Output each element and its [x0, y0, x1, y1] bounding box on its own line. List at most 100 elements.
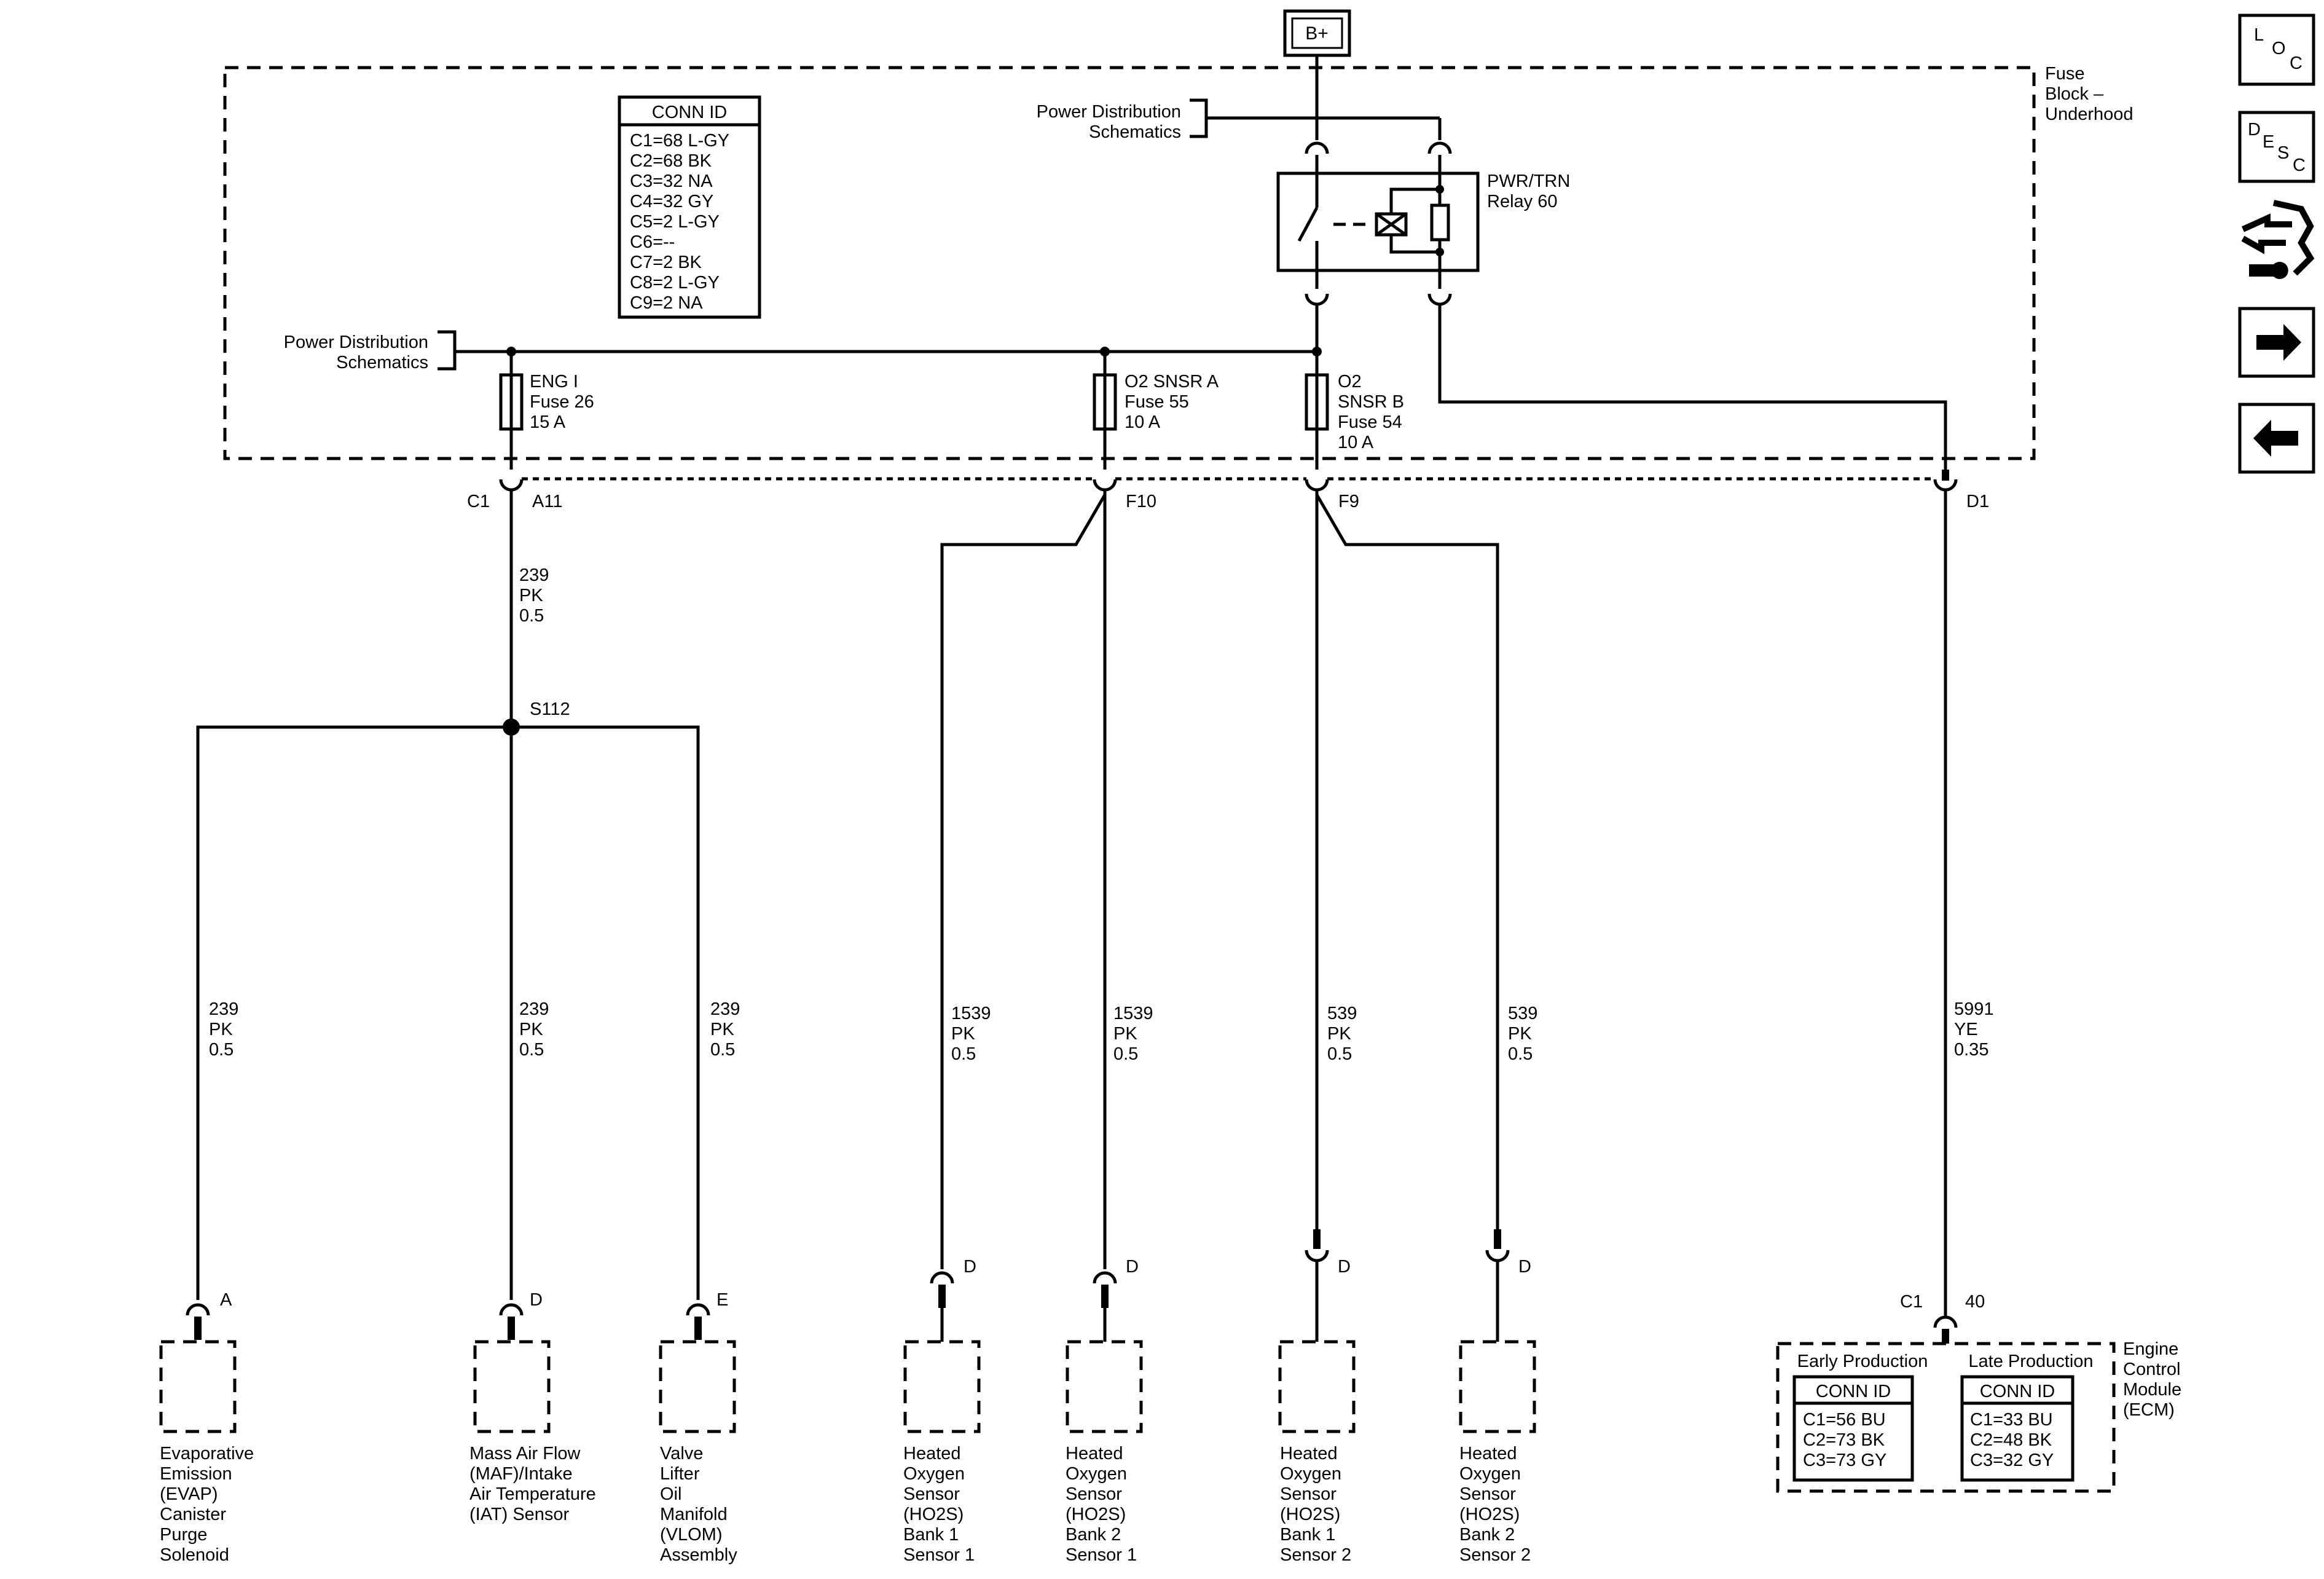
ecm-late-production-table: Late Production CONN ID C1=33 BU C2=48 B…: [1960, 1352, 2094, 1482]
svg-text:C: C: [2290, 53, 2302, 73]
svg-text:Oxygen: Oxygen: [1459, 1464, 1521, 1484]
arrow-right-icon: [2256, 324, 2301, 361]
svg-text:Fuse 54: Fuse 54: [1338, 412, 1402, 432]
svg-text:C7=2 BK: C7=2 BK: [630, 253, 702, 272]
svg-text:Lifter: Lifter: [660, 1464, 700, 1484]
svg-text:PWR/TRN: PWR/TRN: [1487, 171, 1570, 191]
svg-text:E: E: [2263, 132, 2274, 152]
previous-page-button[interactable]: [2238, 403, 2315, 474]
svg-text:Engine: Engine: [2123, 1339, 2178, 1359]
svg-text:Oxygen: Oxygen: [1280, 1464, 1341, 1484]
svg-text:Fuse 55: Fuse 55: [1125, 392, 1189, 412]
svg-text:0.5: 0.5: [1113, 1044, 1138, 1064]
svg-text:239: 239: [209, 999, 238, 1019]
svg-text:Heated: Heated: [1280, 1444, 1338, 1463]
svg-text:Underhood: Underhood: [2045, 104, 2134, 124]
component-ho2s-bank1-sensor2: D Heated Oxygen Sensor (HO2S) Bank 1 Sen…: [1278, 1229, 1356, 1565]
svg-text:0.5: 0.5: [710, 1040, 735, 1060]
splice-label: S112: [530, 699, 570, 719]
svg-text:F10: F10: [1126, 492, 1156, 511]
svg-text:(HO2S): (HO2S): [1066, 1505, 1126, 1524]
svg-text:(IAT) Sensor: (IAT) Sensor: [469, 1505, 570, 1524]
svg-text:Bank 1: Bank 1: [1280, 1525, 1335, 1545]
wire-label-maf: 239 PK 0.5: [519, 999, 549, 1060]
svg-text:Control: Control: [2123, 1360, 2181, 1379]
svg-text:Heated: Heated: [1459, 1444, 1517, 1463]
svg-text:Sensor 1: Sensor 1: [903, 1545, 975, 1565]
svg-text:Bank 1: Bank 1: [903, 1525, 959, 1545]
svg-text:(VLOM): (VLOM): [660, 1525, 723, 1545]
fuse-block-title: Fuse Block – Underhood: [2045, 64, 2134, 124]
svg-text:C2=48 BK: C2=48 BK: [1970, 1430, 2052, 1450]
relay-output-wiring: [1305, 270, 1947, 470]
relay-supply-wiring: [1305, 55, 1452, 173]
svg-text:Evaporative: Evaporative: [160, 1444, 254, 1463]
component-ho2s-bank1-sensor1: D Heated Oxygen Sensor (HO2S) Bank 1 Sen…: [903, 1257, 981, 1565]
svg-text:0.5: 0.5: [209, 1040, 234, 1060]
svg-text:D: D: [530, 1290, 543, 1310]
svg-text:239: 239: [710, 999, 740, 1019]
svg-text:15 A: 15 A: [530, 412, 566, 432]
svg-text:Late Production: Late Production: [1968, 1352, 2093, 1371]
fuse-55: O2 SNSR A Fuse 55 10 A: [1093, 347, 1219, 470]
svg-text:D: D: [1126, 1257, 1139, 1277]
svg-text:(ECM): (ECM): [2123, 1400, 2175, 1420]
svg-text:PK: PK: [710, 1020, 734, 1039]
component-ho2s-bank2-sensor2: D Heated Oxygen Sensor (HO2S) Bank 2 Sen…: [1459, 1229, 1536, 1565]
wiring-harness: [196, 490, 1947, 1318]
fuse-26: ENG I Fuse 26 15 A: [499, 347, 594, 470]
svg-text:CONN ID: CONN ID: [1980, 1382, 2055, 1401]
svg-text:D: D: [1518, 1257, 1531, 1277]
ecm-early-production-table: Early Production CONN ID C1=56 BU C2=73 …: [1792, 1352, 1928, 1482]
svg-text:C4=32 GY: C4=32 GY: [630, 192, 713, 211]
svg-text:C3=32 NA: C3=32 NA: [630, 171, 713, 191]
svg-text:1539: 1539: [1113, 1004, 1153, 1023]
svg-text:PK: PK: [1508, 1024, 1532, 1044]
svg-text:Sensor: Sensor: [903, 1484, 960, 1504]
component-vlom-assembly: E Valve Lifter Oil Manifold (VLOM) Assem…: [659, 1290, 737, 1565]
svg-text:5991: 5991: [1954, 999, 1994, 1019]
svg-text:C1: C1: [467, 492, 490, 511]
svg-text:Air Temperature: Air Temperature: [469, 1484, 596, 1504]
svg-text:Block –: Block –: [2045, 84, 2104, 104]
svg-text:C2=68 BK: C2=68 BK: [630, 151, 712, 171]
loc-button[interactable]: L O C: [2238, 14, 2315, 86]
svg-text:PK: PK: [1327, 1024, 1351, 1044]
svg-text:Relay 60: Relay 60: [1487, 192, 1557, 211]
svg-text:C1=68 L-GY: C1=68 L-GY: [630, 131, 729, 151]
connector-tool-icon[interactable]: [2241, 200, 2315, 280]
component-maf-iat-sensor: D Mass Air Flow (MAF)/Intake Air Tempera…: [469, 1290, 596, 1524]
svg-text:C: C: [2293, 156, 2306, 175]
svg-text:C5=2 L-GY: C5=2 L-GY: [630, 212, 720, 232]
svg-text:F9: F9: [1338, 492, 1359, 511]
svg-text:Oxygen: Oxygen: [903, 1464, 965, 1484]
svg-text:Heated: Heated: [903, 1444, 961, 1463]
svg-text:Mass Air Flow: Mass Air Flow: [469, 1444, 581, 1463]
svg-text:Fuse: Fuse: [2045, 64, 2084, 84]
svg-text:C1: C1: [1900, 1292, 1923, 1312]
fuse-54: O2 SNSR B Fuse 54 10 A: [1305, 347, 1404, 470]
next-page-button[interactable]: [2238, 307, 2315, 378]
desc-button[interactable]: D E S C: [2238, 111, 2315, 183]
svg-text:PK: PK: [1113, 1024, 1137, 1044]
svg-text:C8=2 L-GY: C8=2 L-GY: [630, 273, 720, 293]
svg-text:Schematics: Schematics: [336, 353, 428, 372]
svg-text:O2: O2: [1338, 372, 1362, 392]
svg-text:ENG I: ENG I: [530, 372, 578, 392]
svg-text:Emission: Emission: [160, 1464, 232, 1484]
svg-text:PK: PK: [519, 1020, 543, 1039]
svg-text:O: O: [2272, 39, 2286, 58]
svg-text:Heated: Heated: [1066, 1444, 1123, 1463]
svg-text:Early Production: Early Production: [1797, 1352, 1928, 1371]
svg-text:Oxygen: Oxygen: [1066, 1464, 1127, 1484]
svg-text:Canister: Canister: [160, 1505, 226, 1524]
svg-text:(MAF)/Intake: (MAF)/Intake: [469, 1464, 573, 1484]
svg-text:Sensor 2: Sensor 2: [1459, 1545, 1531, 1565]
svg-text:Bank 2: Bank 2: [1066, 1525, 1121, 1545]
wire-label-ho2s-b2s1: 1539 PK 0.5: [1113, 1004, 1153, 1064]
fuse-block-conn-id-table: CONN ID C1=68 L-GY C2=68 BK C3=32 NA C4=…: [618, 95, 761, 319]
svg-text:239: 239: [519, 565, 549, 585]
fuse-block-outline: [223, 66, 2036, 460]
svg-text:(EVAP): (EVAP): [160, 1484, 218, 1504]
svg-text:C3=32 GY: C3=32 GY: [1970, 1451, 2054, 1470]
